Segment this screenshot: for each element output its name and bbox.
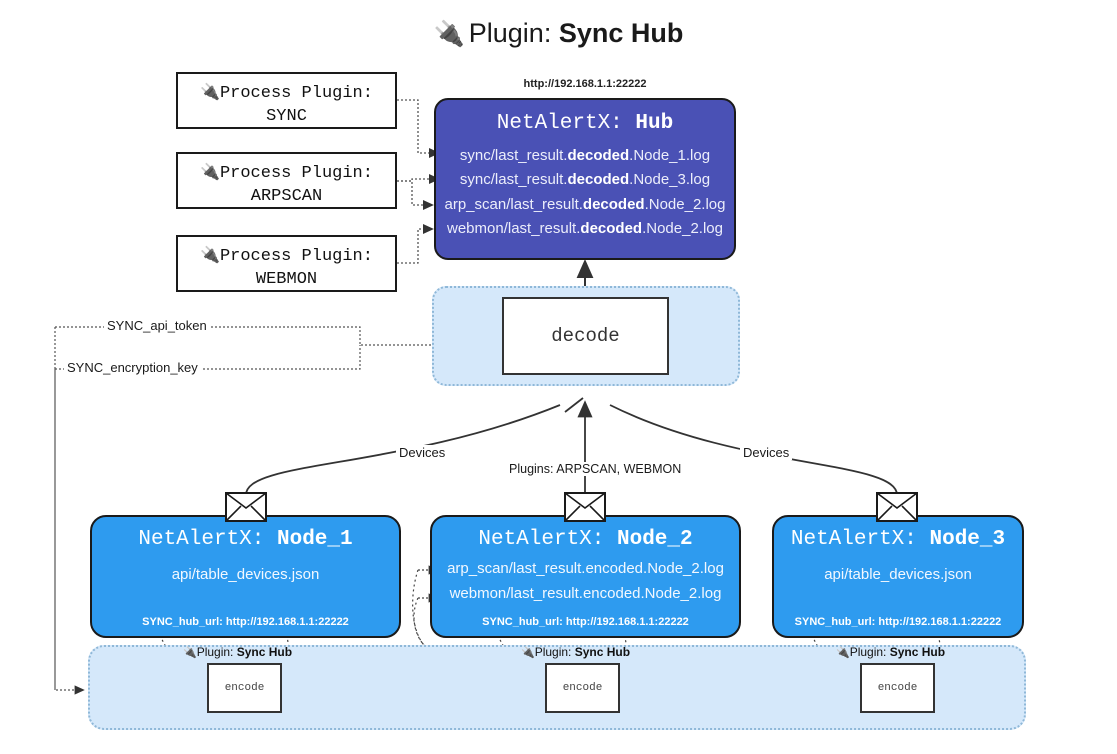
encode-box-node-3[interactable]: encode — [860, 663, 935, 713]
plugin-label-node-2: 🔌Plugin: Sync Hub — [521, 645, 630, 659]
hub-log-3-strong: decoded — [580, 219, 643, 237]
encode-box-node-1[interactable]: encode — [207, 663, 282, 713]
node-2-line: arp_scan/last_result.encoded.Node_2.log — [447, 560, 724, 577]
envelope-icon — [876, 492, 918, 522]
process-plugin-sync-line1: Process Plugin: — [219, 84, 373, 103]
plug-icon: 🔌 — [521, 647, 535, 659]
hub-url-label: http://192.168.1.1:22222 — [523, 78, 647, 90]
hub-log-0-strong: decoded — [567, 147, 630, 164]
hub-log-1-post: .Node_3.log — [629, 171, 711, 189]
node-2-title-prefix: NetAlertX: — [478, 528, 605, 551]
process-plugin-arpscan-line1: Process Plugin: — [219, 164, 373, 183]
sync-encryption-key-label: SYNC_encryption_key — [64, 360, 201, 375]
decode-box[interactable]: decode — [502, 297, 669, 375]
node-3-footer: SYNC_hub_url: http://192.168.1.1:22222 — [794, 616, 1002, 628]
hub-log-1-pre: sync/last_result. — [459, 171, 568, 189]
node-3-title-prefix: NetAlertX: — [790, 528, 917, 551]
hub-log-line: sync/last_result.decoded.Node_3.log — [436, 168, 734, 192]
hub-log-line: arp_scan/last_result.decoded.Node_2.log — [436, 193, 734, 217]
process-plugin-sync-line2: SYNC — [266, 106, 307, 126]
node-1-line: api/table_devices.json — [171, 566, 320, 583]
process-plugin-arpscan[interactable]: 🔌Process Plugin: ARPSCAN — [176, 152, 397, 209]
hub-log-line: sync/last_result.decoded.Node_1.log — [436, 144, 734, 168]
envelope-icon — [225, 492, 267, 522]
process-plugin-webmon[interactable]: 🔌Process Plugin: WEBMON — [176, 235, 397, 292]
page-title-name: Sync Hub — [558, 18, 684, 48]
plug-icon: 🔌 — [200, 245, 220, 264]
hub-log-2-strong: decoded — [582, 195, 645, 213]
plugin-label-0-name: Sync Hub — [236, 645, 293, 659]
plugin-label-0-prefix: Plugin: — [196, 645, 234, 659]
plugins-label-center: Plugins: ARPSCAN, WEBMON — [506, 462, 685, 476]
devices-label-right: Devices — [740, 445, 793, 460]
plugin-label-2-prefix: Plugin: — [849, 645, 887, 659]
hub-log-3-pre: webmon/last_result. — [447, 219, 581, 237]
hub-title: NetAlertX: Hub — [436, 112, 734, 135]
node-2-footer: SYNC_hub_url: http://192.168.1.1:22222 — [482, 616, 689, 628]
encode-label: encode — [562, 682, 603, 694]
hub-title-prefix: NetAlertX: — [496, 112, 623, 135]
hub-log-3-post: .Node_2.log — [642, 219, 723, 237]
plug-icon: 🔌 — [183, 647, 197, 659]
node-2-title: NetAlertX: Node_2 — [432, 528, 739, 551]
plug-icon: 🔌 — [200, 162, 220, 181]
hub-title-name: Hub — [635, 112, 674, 135]
decode-label: decode — [551, 325, 620, 347]
node-3-title: NetAlertX: Node_3 — [774, 528, 1022, 551]
plugin-label-1-name: Sync Hub — [574, 645, 631, 659]
node-3-title-name: Node_3 — [929, 528, 1006, 551]
process-plugin-webmon-line1: Process Plugin: — [219, 247, 373, 266]
node-1-footer: SYNC_hub_url: http://192.168.1.1:22222 — [142, 616, 349, 628]
plugin-label-2-name: Sync Hub — [889, 645, 946, 659]
node-card-node-1[interactable]: NetAlertX: Node_1 api/table_devices.json… — [90, 515, 401, 638]
process-plugin-webmon-line2: WEBMON — [255, 269, 318, 289]
hub-log-2-pre: arp_scan/last_result. — [444, 195, 583, 213]
encode-label: encode — [877, 682, 918, 694]
envelope-icon — [564, 492, 606, 522]
plug-icon: 🔌 — [836, 647, 850, 659]
node-1-title-prefix: NetAlertX: — [138, 528, 265, 551]
node-card-node-3[interactable]: NetAlertX: Node_3 api/table_devices.json… — [772, 515, 1024, 638]
plugin-label-1-prefix: Plugin: — [534, 645, 572, 659]
hub-log-line: webmon/last_result.decoded.Node_2.log — [436, 217, 734, 241]
node-card-node-2[interactable]: NetAlertX: Node_2 arp_scan/last_result.e… — [430, 515, 741, 638]
node-2-line: webmon/last_result.encoded.Node_2.log — [449, 584, 722, 602]
hub-log-0-post: .Node_1.log — [629, 147, 711, 164]
devices-label-left: Devices — [396, 445, 449, 460]
node-3-line: api/table_devices.json — [824, 566, 972, 583]
node-1-title: NetAlertX: Node_1 — [92, 528, 399, 551]
plug-icon: 🔌 — [200, 82, 220, 101]
encode-label: encode — [224, 682, 265, 694]
node-1-title-name: Node_1 — [277, 528, 353, 551]
hub-node[interactable]: NetAlertX: Hub sync/last_result.decoded.… — [434, 98, 736, 260]
node-2-title-name: Node_2 — [617, 528, 693, 551]
page-title-prefix: Plugin: — [468, 18, 552, 48]
sync-api-token-label: SYNC_api_token — [104, 318, 210, 333]
page-title: 🔌Plugin: Sync Hub — [0, 18, 1117, 49]
hub-log-1-strong: decoded — [567, 171, 630, 189]
hub-log-2-post: .Node_2.log — [644, 195, 726, 213]
encode-box-node-2[interactable]: encode — [545, 663, 620, 713]
plugin-label-node-3: 🔌Plugin: Sync Hub — [836, 645, 945, 659]
process-plugin-sync[interactable]: 🔌Process Plugin: SYNC — [176, 72, 397, 129]
process-plugin-arpscan-line2: ARPSCAN — [250, 186, 323, 206]
plug-icon: 🔌 — [433, 20, 465, 48]
hub-log-0-pre: sync/last_result. — [459, 147, 568, 164]
plugin-label-node-1: 🔌Plugin: Sync Hub — [183, 645, 292, 659]
